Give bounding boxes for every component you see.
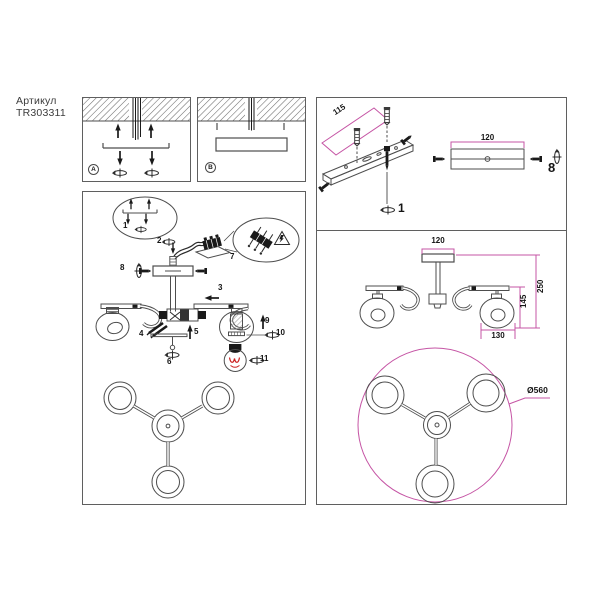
bulb-filament [228, 357, 241, 363]
step-label-4: 4 [139, 329, 144, 338]
panel-a-badge: A [88, 164, 99, 175]
product-sku: Артикул TR303311 [16, 95, 66, 120]
step-1-label: 1 [398, 201, 405, 215]
mounting-panel-a: A [82, 97, 191, 182]
terminal-detail [247, 226, 274, 255]
dim-145-lines [510, 286, 525, 328]
left-shade [359, 290, 395, 329]
step-8-label: 8 [548, 160, 556, 175]
step-label-1: 1 [123, 221, 128, 230]
right-shade [219, 308, 254, 343]
sku-label: Артикул [16, 95, 57, 107]
screw-icon [139, 268, 152, 274]
arrow-left-icon [203, 294, 220, 302]
ceiling-wires [248, 98, 255, 131]
threaded-nipple [169, 256, 177, 267]
step-label-9: 9 [265, 316, 270, 325]
bulb [223, 344, 247, 372]
bottom-cover [150, 333, 188, 338]
dim-shade-width-label: 130 [491, 331, 505, 340]
hub [159, 308, 206, 322]
mounting-bar [102, 143, 170, 149]
dim-total-height-label: 250 [536, 279, 545, 293]
bracket-front-view [450, 148, 525, 170]
step-label-3: 3 [218, 283, 223, 292]
top-view [103, 381, 235, 499]
bracket-drawing [318, 106, 562, 215]
mini-bracket [122, 209, 158, 214]
screw-icon [433, 156, 446, 162]
dim-canopy-width-label: 120 [431, 236, 445, 245]
callout-wiring [232, 217, 300, 263]
terminal-plate [194, 245, 232, 259]
rotate-icon [379, 205, 395, 215]
right-shade [479, 290, 515, 329]
dim-diameter-label: Ø560 [527, 385, 548, 395]
ceiling-hatch [83, 98, 190, 122]
screw-icon [384, 146, 390, 171]
screw-icon [318, 180, 332, 193]
mounting-plate [215, 137, 288, 152]
left-shade [95, 307, 130, 341]
dim-120-label: 120 [480, 133, 495, 142]
right-arm-bar [193, 303, 249, 309]
step-label-8: 8 [120, 263, 125, 272]
rotate-icon [134, 225, 147, 234]
panel-b-drawing [198, 98, 305, 152]
step-label-5: 5 [194, 327, 199, 336]
dim-120-lines [450, 141, 525, 148]
step-label-6: 6 [167, 357, 172, 366]
wall-anchor-icon [383, 106, 391, 126]
callout-leaders [223, 230, 238, 253]
rotate-icon [111, 168, 127, 178]
arrow-down-icon [116, 150, 124, 167]
step-label-7: 7 [230, 252, 235, 261]
arrow-down-icon [148, 150, 156, 167]
screw-icon [194, 268, 207, 274]
finial-ball [169, 344, 176, 351]
wall-anchor-icon [353, 127, 361, 147]
wires-to-terminal [173, 241, 206, 260]
dimensions-drawing [357, 248, 550, 504]
stem [435, 262, 441, 294]
arrow-up-icon [146, 197, 152, 210]
arrow-down-icon [143, 213, 149, 226]
dim-130-lines [480, 323, 516, 339]
dim-diameter-leader [508, 397, 550, 405]
rotate-icon [143, 168, 159, 178]
step-label-10: 10 [276, 328, 285, 337]
callout-bracket [112, 196, 178, 240]
hub [428, 293, 447, 305]
arrow-up-icon [147, 122, 155, 139]
warning-triangle-icon [273, 230, 291, 245]
mounting-panel-b: B [197, 97, 306, 182]
assembly-drawing [95, 196, 300, 499]
diameter-circle [357, 347, 513, 503]
lightning-bolt-icon [279, 235, 284, 243]
ceiling-wires [132, 98, 141, 140]
hub-nub [433, 303, 442, 309]
sku-value: TR303311 [16, 107, 66, 120]
panel-a-drawing [83, 98, 190, 178]
assembly-steps-panel: 1 2 3 4 5 6 7 8 9 10 11 [82, 191, 306, 505]
dimensions-panel: 120 250 145 130 Ø560 [316, 230, 567, 505]
dim-120-lines [421, 248, 455, 254]
screw-icon [529, 156, 542, 162]
canopy [421, 253, 455, 263]
bracket-install-panel: 115 120 1 8 [316, 97, 567, 231]
step-label-11: 11 [260, 354, 269, 363]
stem [170, 276, 176, 312]
mounting-bracket-3d [321, 139, 415, 186]
panel-b-badge: B [205, 162, 216, 173]
terminal-block [202, 234, 222, 251]
arrow-up-icon [186, 323, 194, 340]
step-label-2: 2 [157, 236, 162, 245]
dim-250-lines [456, 254, 540, 329]
arrow-up-icon [114, 122, 122, 139]
dimension-lines [357, 248, 550, 503]
top-view [365, 373, 506, 504]
position-ticks [216, 123, 285, 130]
dim-shade-drop-label: 145 [519, 294, 528, 308]
